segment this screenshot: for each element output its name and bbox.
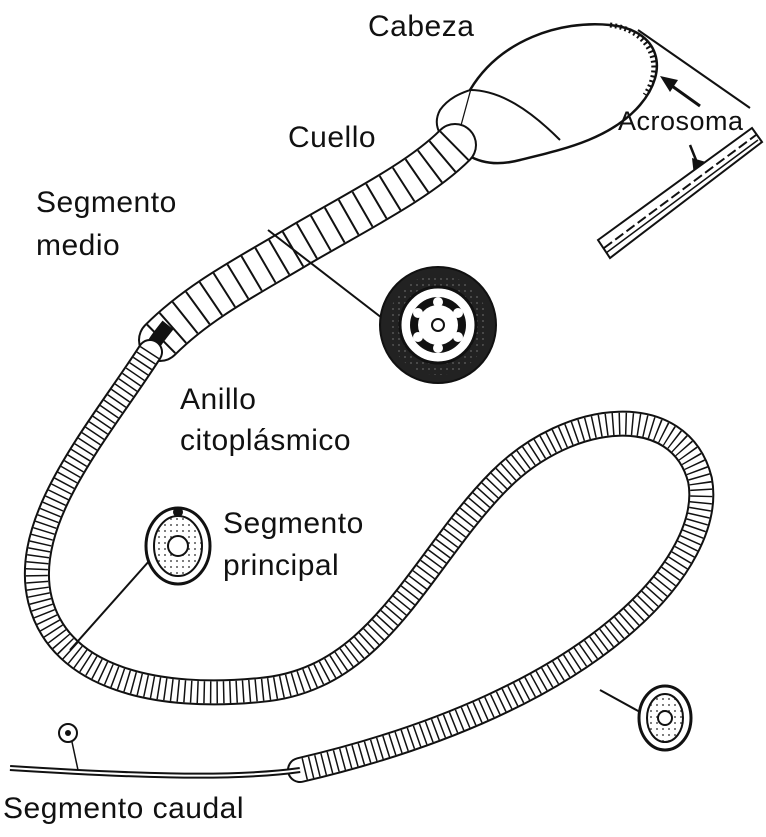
principal-piece	[37, 352, 701, 770]
acrosome-section	[598, 128, 762, 258]
caudal-cross-section	[59, 724, 78, 770]
label-anillo-1: Anillo	[180, 383, 256, 418]
distal-cross-section	[600, 686, 691, 750]
midpiece-cross-section	[380, 267, 496, 383]
label-anillo-2: citoplásmico	[180, 424, 351, 459]
label-segmento-caudal: Segmento caudal	[3, 792, 244, 827]
label-segmento-medio-2: medio	[36, 229, 120, 264]
label-acrosoma: Acrosoma	[618, 106, 744, 137]
end-piece	[10, 768, 300, 776]
label-segmento-principal-1: Segmento	[223, 507, 364, 542]
principal-cross-section	[70, 507, 210, 650]
label-cuello: Cuello	[288, 121, 376, 156]
label-segmento-medio-1: Segmento	[36, 186, 177, 221]
label-segmento-principal-2: principal	[223, 549, 339, 584]
label-cabeza: Cabeza	[368, 10, 474, 45]
